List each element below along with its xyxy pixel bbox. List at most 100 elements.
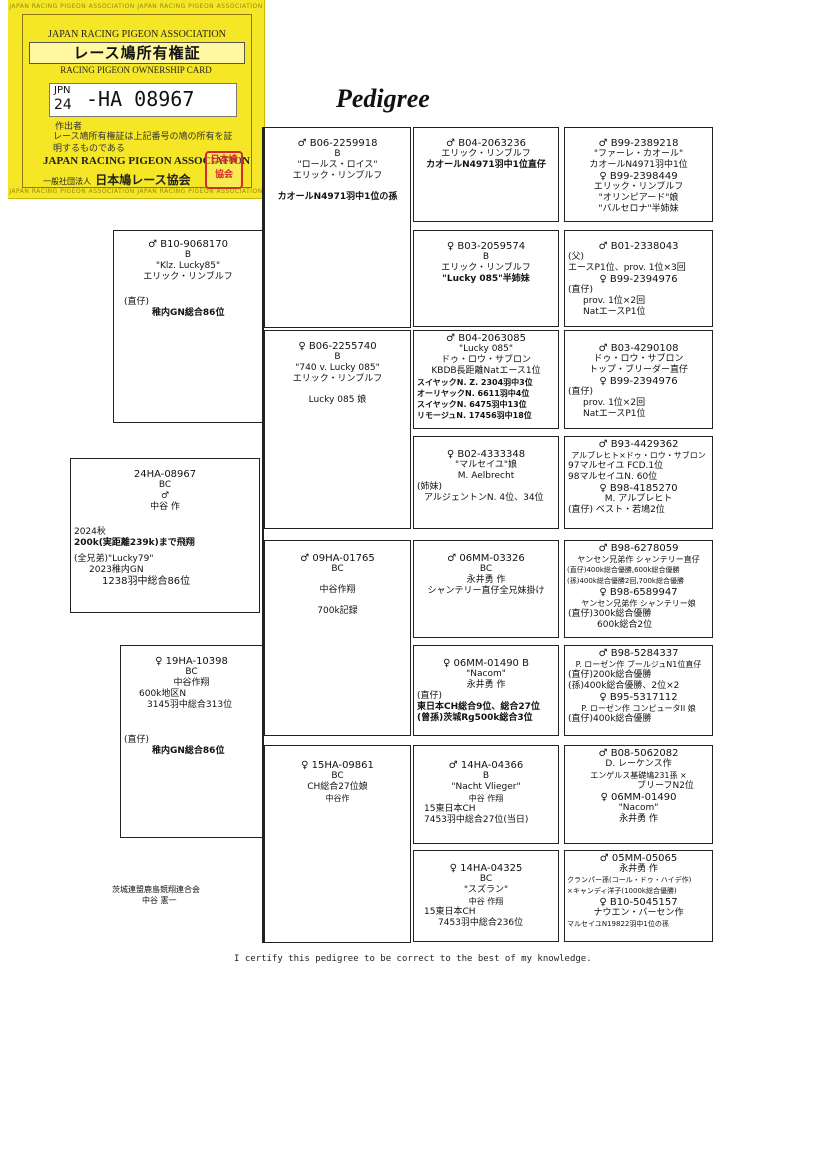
sire-breeder: エリック・リンブルフ: [143, 272, 233, 282]
gen2-note: Lucky 085 娘: [308, 395, 367, 405]
sire-color: B: [184, 250, 192, 260]
gen4-line: ♀ B98-6589947: [599, 587, 678, 598]
gen4-line: "バルセロナ"半姉妹: [598, 204, 679, 214]
gen4-line: ♀ B99-2394976: [599, 274, 678, 285]
gen2-breeder: エリック・リンブルフ: [292, 171, 383, 181]
gen4-box: ♂ B99-2389218 "ファーレ・カオール" カオールN4971羽中1位 …: [564, 127, 713, 222]
gen4-line: ♂ B93-4429362: [598, 439, 679, 450]
gen4-line: M. アルブレヒト: [604, 494, 673, 504]
gen3-line: "Nacom": [466, 669, 506, 679]
sire-name: "Klz. Lucky85": [155, 261, 221, 271]
gen4-line: (直仔)400k総合優勝,600k総合優勝: [567, 566, 680, 574]
gen4-line: エリック・リンブルフ: [593, 182, 684, 192]
gen4-line: prov. 1位×2回: [583, 398, 646, 408]
gen2-ring: ♂ B06-2259918: [297, 138, 378, 149]
gen2-note: カオールN4971羽中1位の孫: [277, 192, 398, 202]
gen2-box: ♀ B06-2255740 B "740 v. Lucky 085" エリック・…: [264, 330, 411, 529]
card-author-label: 作出者: [55, 122, 83, 132]
gen4-line: P. ローゼン作 ブールジュN1位直仔: [575, 660, 702, 669]
gen4-line: ♂ B08-5062082: [598, 748, 679, 759]
gen4-line: prov. 1位×2回: [583, 296, 646, 306]
gen4-line: ドゥ・ロウ・サブロン: [593, 354, 684, 364]
gen3-box: ♀ B03-2059574 B エリック・リンブルフ "Lucky 085"半姉…: [413, 230, 559, 327]
card-edge-text-bottom: JAPAN RACING PIGEON ASSOCIATION JAPAN RA…: [9, 188, 263, 195]
gen4-line: ヤンセン兄弟作 シャンテリー直仔: [577, 555, 700, 564]
gen4-line: "オリンピアード"娘: [598, 193, 679, 203]
card-org-jp: 一般社団法人 日本鳩レース協会: [43, 171, 191, 188]
gen2-color: B: [334, 352, 341, 362]
dam-ring: ♀ 19HA-10398: [155, 656, 228, 667]
gen4-line: ♀ B98-4185270: [599, 483, 678, 494]
sire-note: (直仔): [124, 297, 150, 307]
gen2-box: ♀ 15HA-09861 BC CH総合27位娘 中谷作: [264, 745, 411, 943]
gen3-line: "Lucky 085"半姉妹: [442, 274, 530, 284]
gen4-line: 97マルセイユ FCD.1位: [568, 461, 664, 471]
gen2-box: ♂ B06-2259918 B "ロールス・ロイス" エリック・リンブルフ カオ…: [264, 127, 411, 328]
dam-color: BC: [185, 667, 198, 677]
gen3-ring: ♀ 06MM-01490 B: [443, 658, 529, 669]
gen4-line: クランパー孫(コール・ドゥ・ハイデ作): [567, 876, 692, 884]
gen3-line: (姉妹): [417, 482, 443, 492]
gen4-line: 600k総合2位: [597, 620, 653, 630]
gen3-line: (曾孫)茨城Rg500k総合3位: [417, 713, 533, 723]
gen4-line: (直仔)200k総合優勝: [568, 670, 652, 680]
gen4-line: ♀ B99-2394976: [599, 376, 678, 387]
breeder-org-name: 茨城連盟鹿島競翔連合会: [112, 885, 200, 894]
gen2-ring: ♂ 09HA-01765: [300, 553, 375, 564]
gen4-line: ♂ B99-2389218: [598, 138, 679, 149]
gen3-line: 15東日本CH: [424, 907, 476, 917]
gen4-line: "ファーレ・カオール": [593, 149, 684, 159]
gen4-box: ♂ B98-5284337 P. ローゼン作 ブールジュN1位直仔 (直仔)20…: [564, 645, 713, 736]
gen3-ring: ♀ 14HA-04325: [449, 863, 523, 874]
gen2-note: 中谷作: [325, 794, 350, 803]
gen3-line: 中谷 作翔: [468, 794, 504, 803]
card-seal-stamp: 日本鳩協会: [205, 151, 243, 189]
gen4-line: (孫)400k総合優勝、2位×2: [568, 681, 680, 691]
gen2-ring: ♀ B06-2255740: [298, 341, 377, 352]
gen2-color: BC: [331, 771, 344, 781]
connector-line: [262, 127, 264, 943]
gen4-line: ナウエン・バーセン作: [593, 908, 684, 918]
sire-box: ♂ B10-9068170 B "Klz. Lucky85" エリック・リンブル…: [113, 230, 263, 423]
card-note: レース鳩所有権証は上記番号の鳩の所有を証明するものである: [53, 132, 233, 154]
gen4-line: (直仔)400k総合優勝: [568, 714, 652, 724]
gen4-box: ♂ 05MM-05065 永井勇 作 クランパー孫(コール・ドゥ・ハイデ作) ×…: [564, 850, 713, 942]
gen4-line: 永井勇 作: [619, 814, 658, 824]
gen4-line: エースP1位、prov. 1位×3回: [568, 263, 686, 273]
gen4-line: ♂ B03-4290108: [598, 343, 679, 354]
gen3-ring: ♂ 06MM-03326: [447, 553, 525, 564]
gen4-line: (直仔): [568, 285, 594, 295]
subject-note: 2023稚内GN: [89, 565, 144, 575]
gen3-ring: ♂ B04-2063236: [446, 138, 526, 149]
gen4-line: "Nacom": [618, 803, 659, 813]
sire-ring: ♂ B10-9068170: [148, 239, 228, 250]
gen3-line: B: [482, 252, 490, 262]
gen3-line: BC: [479, 564, 493, 574]
gen2-breeder: 中谷作翔: [319, 585, 356, 595]
gen3-line: M. Aelbrecht: [457, 471, 515, 481]
gen4-line: P. ローゼン作 コンピュータII 娘: [581, 704, 696, 713]
gen2-box: ♂ 09HA-01765 BC 中谷作翔 700k記録: [264, 540, 411, 736]
dam-box: ♀ 19HA-10398 BC 中谷作翔 600k地区N 3145羽中総合313…: [120, 645, 263, 838]
certification-statement: I certify this pedigree to be correct to…: [234, 954, 592, 964]
gen3-line: "Lucky 085": [458, 344, 514, 354]
gen3-line: シャンテリー直仔全兄妹掛け: [427, 586, 545, 596]
gen4-line: NatエースP1位: [583, 409, 646, 419]
subject-note: (全兄弟)"Lucky79": [74, 554, 154, 564]
gen2-name: "ロールス・ロイス": [297, 160, 378, 170]
gen3-line: エリック・リンブルフ: [441, 263, 531, 273]
gen4-line: ♀ B95-5317112: [599, 692, 678, 703]
gen4-line: (直仔)300k総合優勝: [568, 609, 652, 619]
gen3-line: 永井勇 作: [466, 575, 506, 585]
gen4-line: ♀ 06MM-01490: [600, 792, 677, 803]
card-org-jp-prefix: 一般社団法人: [43, 177, 91, 186]
gen3-box: ♂ B04-2063085 "Lucky 085" ドゥ・ロウ・サブロン KBD…: [413, 330, 559, 429]
gen3-ring: ♀ B02-4333348: [446, 449, 526, 460]
card-title-jp: レース鳩所有権証: [29, 42, 245, 64]
gen3-line: KBDB長距離Natエース1位: [431, 366, 541, 376]
gen3-box: ♂ B04-2063236 エリック・リンブルフ カオールN4971羽中1位直仔: [413, 127, 559, 222]
gen4-box: ♂ B98-6278059 ヤンセン兄弟作 シャンテリー直仔 (直仔)400k総…: [564, 540, 713, 638]
gen3-line: 永井勇 作: [466, 680, 506, 690]
gen3-line: スイヤックN. 6475羽中13位: [417, 400, 527, 409]
dam-note: (直仔): [124, 735, 150, 745]
